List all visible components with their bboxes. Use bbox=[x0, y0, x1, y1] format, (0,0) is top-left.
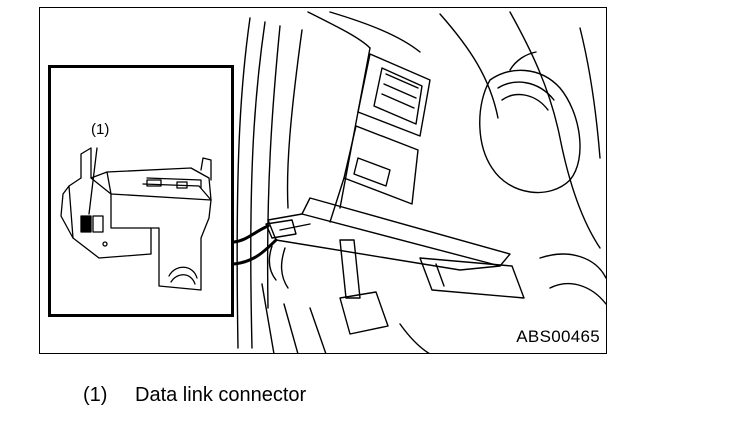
caption-text: Data link connector bbox=[135, 384, 307, 406]
zoom-connector-lines bbox=[232, 224, 278, 266]
figure-code: ABS00465 bbox=[516, 327, 600, 346]
figure-caption: (1) Data link connector bbox=[83, 384, 306, 407]
connector-callout-label: (1) bbox=[91, 121, 110, 138]
inset-frame: (1) bbox=[48, 65, 234, 317]
dashboard-illustration bbox=[236, 11, 606, 353]
figure-frame: (1) ABS00465 bbox=[39, 7, 607, 354]
caption-number: (1) bbox=[83, 384, 108, 406]
connector-detail-illustration bbox=[60, 147, 212, 291]
